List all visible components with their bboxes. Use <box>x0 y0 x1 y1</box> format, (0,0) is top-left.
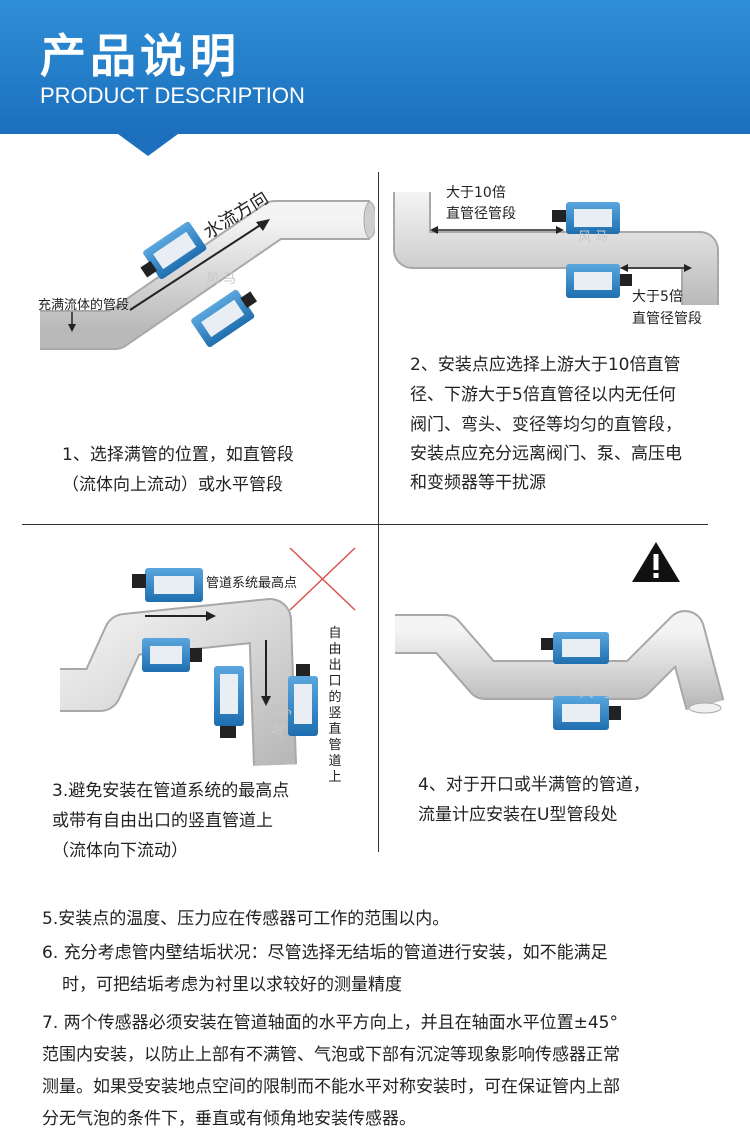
divider-horizontal <box>22 524 708 525</box>
note-7-line1: 7. 两个传感器必须安装在管道轴面的水平方向上，并且在轴面水平位置±45° <box>42 1013 618 1033</box>
panel2-caption-line2: 径、下游大于5倍直管径以内无任何 <box>410 385 676 405</box>
label-upstream-line1: 大于10倍 <box>446 185 506 201</box>
panel2-caption-line1: 2、安装点应选择上游大于10倍直管 <box>410 355 681 375</box>
sensor-vertical-left-icon <box>214 666 244 738</box>
page-subtitle: PRODUCT DESCRIPTION <box>40 83 305 108</box>
panel4-caption-line2: 流量计应安装在U型管段处 <box>418 805 618 825</box>
watermark: 风 马 <box>580 686 611 701</box>
panel4-caption-line1: 4、对于开口或半满管的管道， <box>418 775 650 795</box>
panel3-caption-line3: （流体向下流动） <box>52 841 188 861</box>
panel1-diagram <box>40 200 375 350</box>
sensor-upstream-icon <box>552 202 620 234</box>
note-6-line1: 6. 充分考虑管内壁结垢状况：尽管选择无结垢的管道进行安装，如不能满足 <box>42 943 608 963</box>
page-title: 产品说明 <box>40 29 240 83</box>
watermark: 风 马 <box>206 272 237 287</box>
panel2-caption-line4: 安装点应充分远离阀门、泵、高压电 <box>410 444 682 464</box>
note-7-line3: 测量。如果受安装地点空间的限制而不能水平对称安装时，可在保证管内上部 <box>42 1077 620 1097</box>
label-highest-point: 管道系统最高点 <box>206 576 298 591</box>
panel3-caption-line2: 或带有自由出口的竖直管道上 <box>52 811 273 831</box>
divider-vertical <box>378 172 379 852</box>
sensor-top-icon <box>140 221 207 280</box>
label-upstream-line2: 直管径管段 <box>446 206 516 222</box>
sensor-bottom-icon <box>191 289 258 348</box>
note-7-line2: 范围内安装，以防止上部有不满管、气泡或下部有沉淀等现象影响传感器正常 <box>42 1045 620 1065</box>
panel2-caption-line5: 和变频器等干扰源 <box>410 473 546 493</box>
note-7-line4: 分无气泡的条件下，垂直或有倾角地安装传感器。 <box>42 1109 416 1129</box>
panel3-caption-line1: 3.避免安装在管道系统的最高点 <box>52 781 290 801</box>
sensor-highest-top-icon <box>132 568 203 602</box>
watermark: 风 马 <box>578 230 609 245</box>
panel4-diagram <box>395 610 725 730</box>
note-5: 5.安装点的温度、压力应在传感器可工作的范围以内。 <box>42 909 450 929</box>
panel2-caption-line3: 阀门、弯头、变径等均匀的直管段， <box>410 415 682 435</box>
sensor-u-top-icon <box>541 632 609 664</box>
label-downstream-line2: 直管径管段 <box>632 311 702 327</box>
warning-triangle-icon <box>632 542 680 582</box>
label-downstream-line1: 大于5倍 <box>632 289 683 305</box>
sensor-highest-bottom-icon <box>142 638 202 672</box>
sensor-u-bottom-icon <box>553 696 621 730</box>
label-full-pipe: 充满流体的管段 <box>38 298 130 313</box>
sensor-vertical-right-icon <box>288 664 318 736</box>
panel1-caption-line2: （流体向上流动）或水平管段 <box>62 475 283 495</box>
panel1-caption-line1: 1、选择满管的位置，如直管段 <box>62 445 294 465</box>
banner-notch <box>118 134 178 156</box>
header-banner <box>0 0 750 134</box>
note-6-line2: 时，可把结垢考虑为衬里以求较好的测量精度 <box>62 975 402 995</box>
panel2-diagram <box>393 192 719 305</box>
sensor-downstream-icon <box>566 264 632 298</box>
label-vertical-free-outlet: 自由出口的竖直管道上 <box>328 626 342 785</box>
panel3-diagram <box>60 547 356 766</box>
